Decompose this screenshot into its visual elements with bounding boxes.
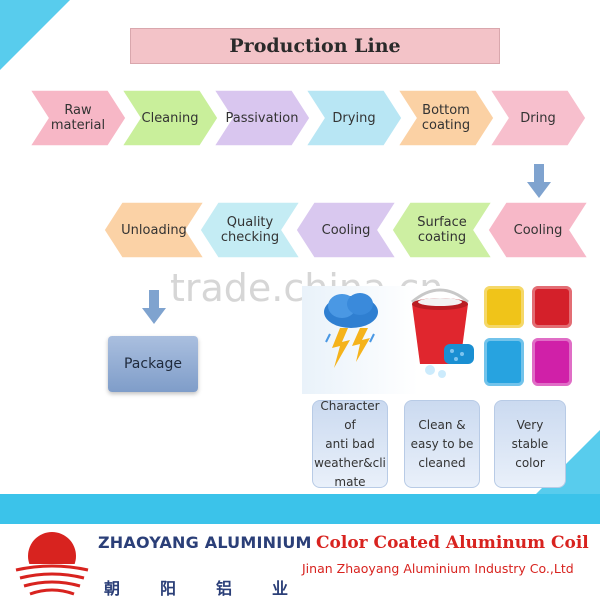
chevron-arrow-icon [104, 202, 204, 258]
package-step: Package [108, 336, 198, 392]
process-step-row2-2: Quality checking [200, 202, 300, 258]
down-arrow-icon [527, 164, 551, 198]
process-step-row1-3: Passivation [214, 90, 310, 146]
chevron-arrow-icon [398, 90, 494, 146]
process-step-label: Bottom coating [421, 103, 471, 133]
process-step-row1-1: Raw material [30, 90, 126, 146]
company-logo [12, 532, 92, 598]
weather-icon [324, 293, 378, 368]
process-step-label: Passivation [225, 110, 299, 126]
process-step-label: Raw material [50, 103, 106, 133]
feature-weather-resistance: Character of anti bad weather&cli mate [312, 399, 388, 489]
chevron-arrow-icon [490, 90, 586, 146]
process-step-row1-2: Cleaning [122, 90, 218, 146]
process-step-label: Dring [520, 110, 556, 126]
chevron-arrow-icon [214, 90, 310, 146]
process-step-row1-6: Dring [490, 90, 586, 146]
process-step-label: Cleaning [141, 110, 199, 126]
process-step-label: Cooling [513, 222, 563, 238]
color-swatch-icon [484, 286, 580, 390]
feature-stable-color: Very stable color [494, 400, 566, 488]
process-step-label: Drying [332, 110, 376, 126]
process-step-row2-1: Unloading [104, 202, 204, 258]
process-step-label: Cooling [321, 222, 371, 238]
process-step-label: Surface coating [417, 215, 467, 245]
feature-easy-clean: Clean & easy to be cleaned [404, 400, 480, 488]
company-name-en: ZHAOYANG ALUMINIUM [98, 533, 312, 552]
process-step-row1-5: Bottom coating [398, 90, 494, 146]
process-step-row1-4: Drying [306, 90, 402, 146]
chevron-arrow-icon [200, 202, 300, 258]
corner-decoration-top-left [0, 0, 70, 70]
chevron-arrow-icon [296, 202, 396, 258]
company-name-cn: 朝阳铝业 [104, 579, 329, 598]
chevron-arrow-icon [488, 202, 588, 258]
page-title: Production Line [130, 28, 500, 64]
chevron-arrow-icon [392, 202, 492, 258]
chevron-arrow-icon [122, 90, 218, 146]
bucket-sponge-icon [411, 288, 474, 378]
product-title: Color Coated Aluminum Coil [316, 533, 589, 553]
company-full-name: Jinan Zhaoyang Aluminium Industry Co.,Lt… [302, 561, 574, 576]
chevron-arrow-icon [306, 90, 402, 146]
footer-band [0, 494, 600, 524]
chevron-arrow-icon [30, 90, 126, 146]
feature-image-panel [302, 286, 592, 394]
process-step-row2-3: Cooling [296, 202, 396, 258]
process-step-label: Quality checking [220, 215, 280, 245]
footer [0, 524, 600, 600]
process-step-label: Unloading [121, 222, 187, 238]
process-step-row2-5: Cooling [488, 202, 588, 258]
down-arrow-icon [142, 290, 166, 324]
process-step-row2-4: Surface coating [392, 202, 492, 258]
